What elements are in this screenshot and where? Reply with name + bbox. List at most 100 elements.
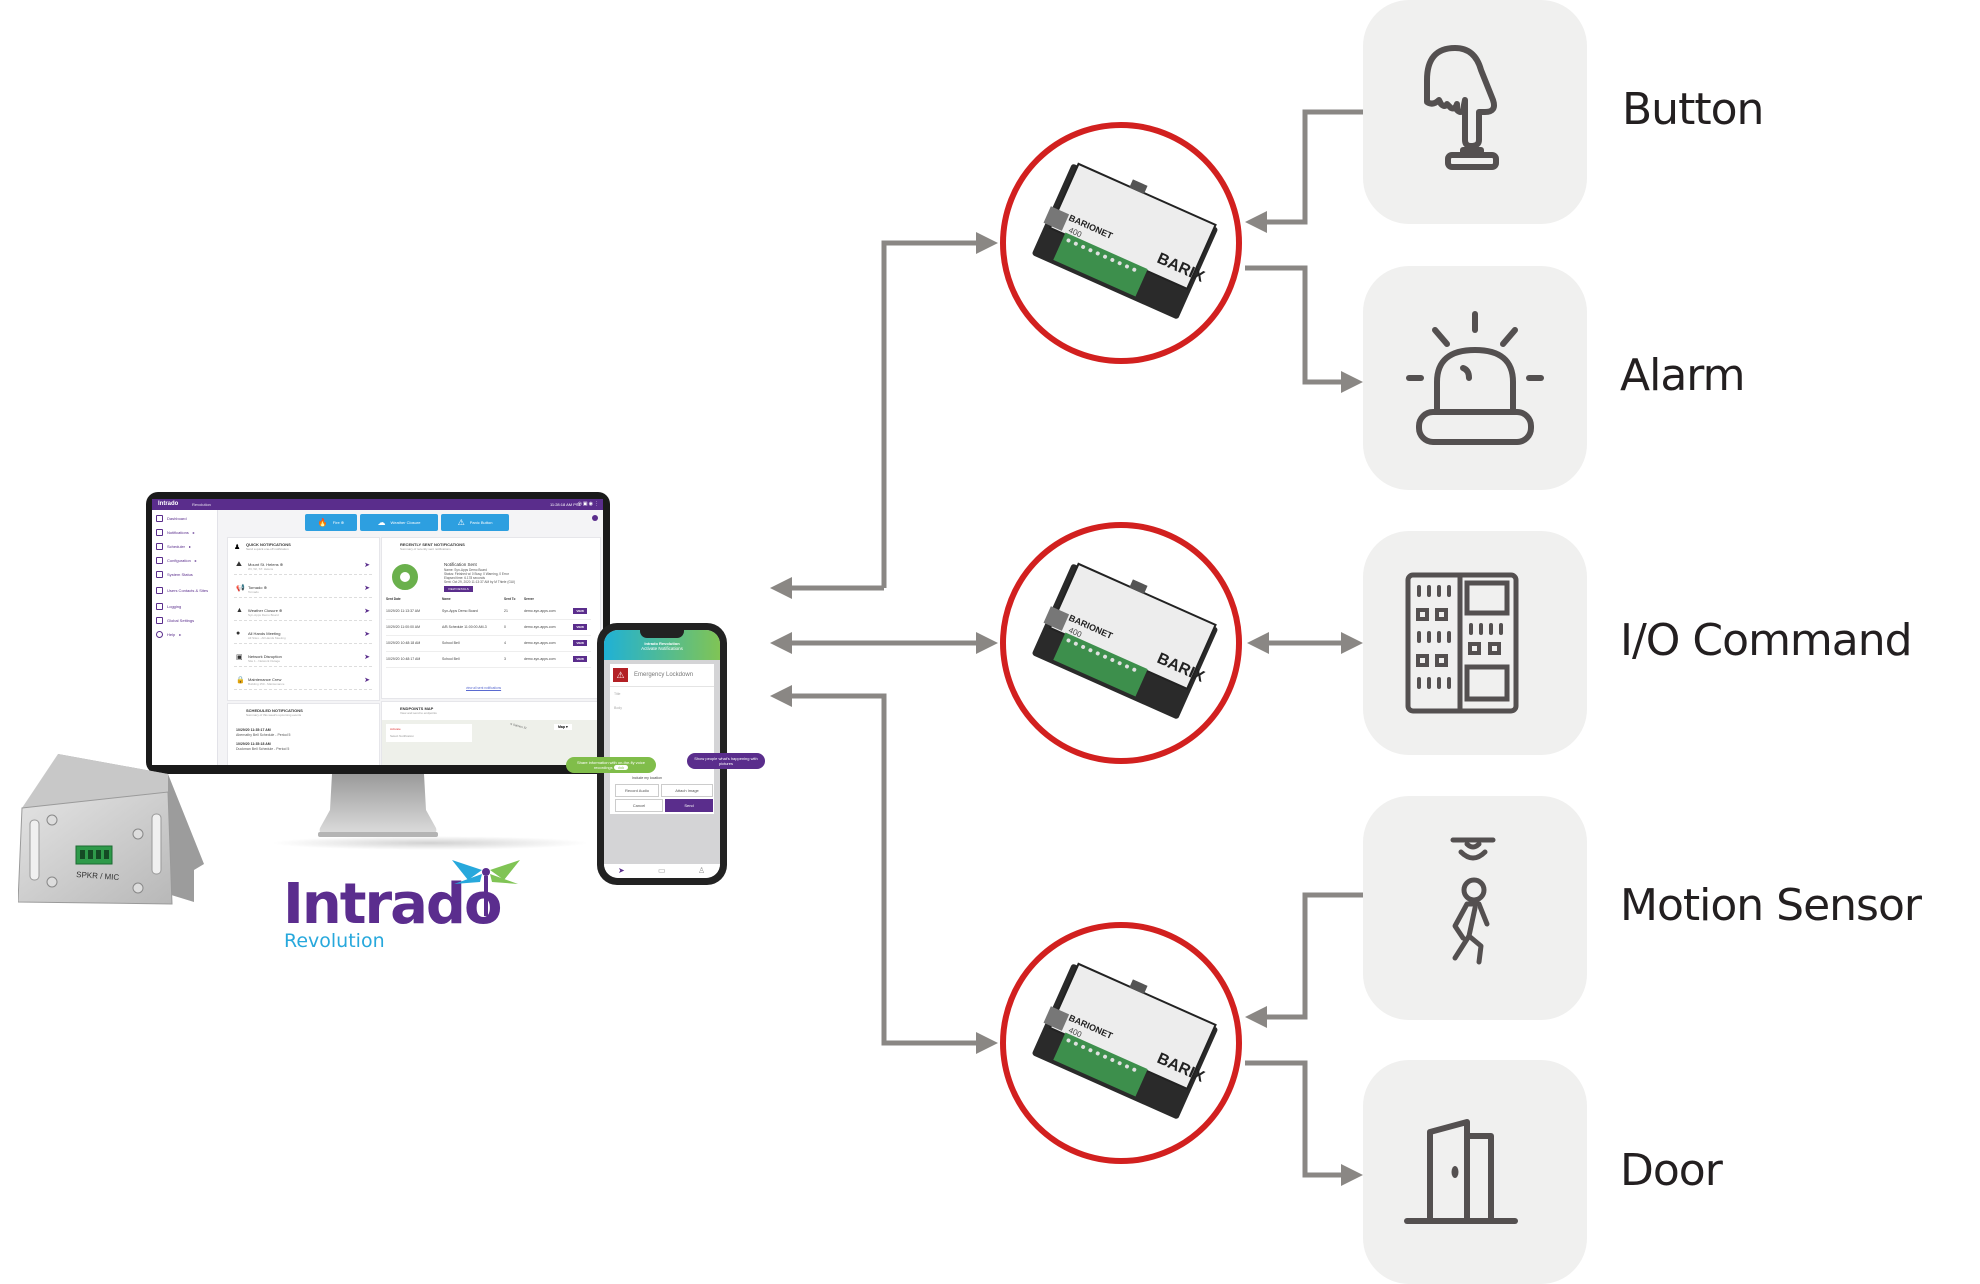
panic-icon: ⚠: [457, 518, 465, 527]
quick-button-weather-closure[interactable]: ☁Weather Closure: [360, 514, 438, 531]
sidebar-item-users[interactable]: Users Contacts & Sites: [156, 583, 216, 597]
sidebar-item-system-status[interactable]: System Status: [156, 569, 216, 579]
quick-notification-item[interactable]: ▲Weather Closure ⊕Syn-Apps Demo Board➤: [234, 604, 372, 621]
view-details-button[interactable]: VIEW DETAILS: [444, 586, 473, 592]
include-location-toggle[interactable]: Include my location: [632, 776, 662, 780]
arrowhead: [770, 685, 792, 707]
card-title: RECENTLY SENT NOTIFICATIONS: [400, 542, 465, 547]
scheduled-time: 10/29/20 11:35:17 AM: [236, 728, 271, 732]
status-line: Status: Finished w/ 0 Busy, 0 Warning, 0…: [444, 572, 510, 576]
send-icon[interactable]: ➤: [364, 654, 370, 661]
card-title: ENDPOINTS MAP: [400, 706, 434, 711]
sidebar-item-notifications[interactable]: Notifications▸: [156, 527, 216, 537]
send-icon[interactable]: ➤: [364, 677, 370, 684]
scheduled-name: Duckman Bell Schedule - Period 5: [236, 747, 290, 751]
view-button[interactable]: VIEW: [573, 640, 587, 646]
endpoint-label-button: Button: [1622, 84, 1764, 135]
scheduled-time: 10/29/20 11:35:18 AM: [236, 742, 271, 746]
card-subtitle: Send a quick one-off notification: [246, 547, 289, 551]
dragonfly-icon: [452, 860, 520, 916]
quick-notification-item[interactable]: 📢Tornado ⊕Tornado➤: [234, 581, 372, 598]
attach-image-button[interactable]: Attach Image: [661, 784, 713, 797]
endpoints-map-card: ENDPOINTS MAP View and send to endpoints…: [381, 701, 601, 765]
endpoint-tile-io-command: [1363, 531, 1587, 755]
bell-icon: ♟: [234, 544, 241, 551]
revolution-wordmark: Revolution: [284, 930, 385, 952]
warning-icon: ⚠: [613, 668, 628, 682]
fire-icon: 🔥: [317, 518, 328, 527]
sidebar-item-dashboard[interactable]: Dashboard: [156, 513, 216, 523]
sidebar-item-logging[interactable]: Logging: [156, 601, 216, 611]
arrowhead: [1341, 632, 1363, 654]
quick-notification-item[interactable]: ⛰Mount St. Helens ⊕WI, WI, ST. Helens➤: [234, 558, 372, 575]
recent-notifications-card: RECENTLY SENT NOTIFICATIONS Summary of r…: [381, 537, 601, 699]
send-icon[interactable]: ➤: [364, 585, 370, 592]
sidebar-item-scheduler[interactable]: Scheduler▸: [156, 541, 216, 551]
endpoint-label-io-command: I/O Command: [1620, 615, 1913, 666]
barionet-device-3: BARIONET 400 BARIX: [1000, 922, 1242, 1164]
connector-barionet-3-door: [1245, 1060, 1343, 1178]
view-all-link[interactable]: view all sent notifications: [466, 686, 502, 690]
view-button[interactable]: VIEW: [573, 656, 587, 662]
alarm-light-icon: [1406, 311, 1544, 445]
view-button[interactable]: VIEW: [573, 608, 587, 614]
calendar-icon: [156, 542, 163, 550]
monitor-stand: [318, 774, 438, 837]
endpoint-tile-motion-sensor: [1363, 796, 1587, 1020]
quick-button-panic[interactable]: ⚠Panic Button: [441, 514, 509, 531]
send-icon[interactable]: ➤: [364, 608, 370, 615]
arrowhead: [976, 1032, 998, 1054]
send-icon[interactable]: ➤: [364, 562, 370, 569]
sidebar-item-global-settings[interactable]: Global Settings: [156, 615, 216, 625]
tab-send-icon[interactable]: ➤: [618, 866, 625, 875]
push-button-icon: [1424, 45, 1499, 170]
connector-button-barionet-1: [1265, 109, 1363, 225]
status-icon: [156, 570, 163, 578]
arrowhead: [976, 232, 998, 254]
help-icon: [156, 630, 163, 638]
endpoint-label-motion-sensor: Motion Sensor: [1620, 880, 1922, 931]
arrowhead: [1247, 632, 1269, 654]
endpoint-label-alarm: Alarm: [1620, 350, 1745, 401]
record-audio-button[interactable]: Record Audio: [615, 784, 659, 797]
config-icon: [156, 556, 163, 564]
bell-icon: [156, 528, 163, 536]
view-button[interactable]: VIEW: [573, 624, 587, 630]
app-clock: 11:28:18 AM PST: [549, 502, 581, 507]
phone-app-logo: Intrado Revolution: [644, 641, 680, 646]
edit-icon[interactable]: [592, 515, 598, 521]
arrowhead: [976, 632, 998, 654]
sidebar-item-help[interactable]: Help▸: [156, 629, 216, 639]
body-field[interactable]: Body: [614, 706, 622, 710]
port-label: SPKR / MIC: [76, 870, 120, 882]
card-subtitle: Summary of this week's upcoming events: [246, 713, 302, 717]
card-subtitle: View and send to endpoints: [400, 711, 437, 715]
waveform-icon: ılıılı: [613, 765, 629, 770]
motion-sensor-icon: [1450, 837, 1496, 965]
status-name: Name: Syn-Apps Demo Board: [444, 568, 487, 572]
arrowhead: [1245, 1006, 1267, 1028]
send-button[interactable]: Send: [665, 799, 713, 812]
endpoint-tile-alarm: [1363, 266, 1587, 490]
title-field[interactable]: Title: [614, 692, 621, 696]
sidebar-item-configuration[interactable]: Configuration▸: [156, 555, 216, 565]
endpoint-label-door: Door: [1620, 1145, 1723, 1196]
map-type-dropdown[interactable]: Map ▾: [554, 724, 572, 730]
alert-title: Emergency Lockdown: [634, 672, 694, 678]
tab-messages-icon[interactable]: ▭: [658, 866, 666, 875]
quick-button-fire[interactable]: 🔥Fire ⊕: [305, 514, 357, 531]
tab-profile-icon[interactable]: ♙: [698, 866, 706, 875]
send-icon[interactable]: ➤: [364, 631, 370, 638]
dashboard-icon: [156, 514, 163, 522]
cancel-button[interactable]: Cancel: [615, 799, 663, 812]
activate-panel: Activate Select Notification: [386, 724, 472, 742]
select-notification[interactable]: Select Notification: [390, 734, 415, 738]
voice-recording-callout: Share information with on-the-fly voice …: [566, 757, 656, 773]
door-icon: [1404, 1119, 1518, 1224]
header-icons[interactable]: ◎▣◉⋮: [577, 501, 600, 507]
